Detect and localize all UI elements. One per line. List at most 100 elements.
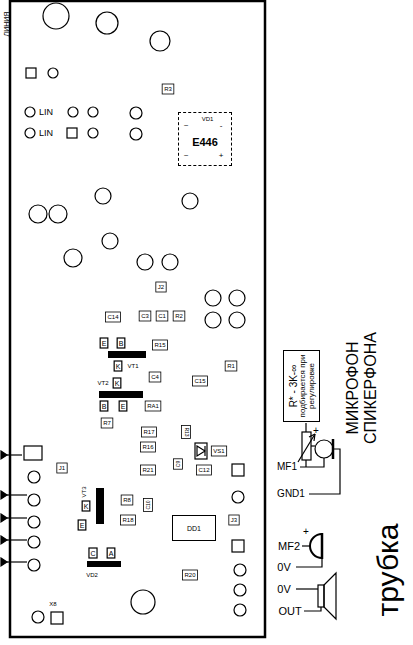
board-outline <box>10 1 265 637</box>
component-outline <box>144 498 153 511</box>
part-label: R2 <box>175 313 183 319</box>
pin-name: C <box>90 550 95 557</box>
wire <box>305 423 306 432</box>
part-label: R1 <box>227 363 235 369</box>
component-outline <box>229 515 239 525</box>
pad <box>67 128 77 138</box>
component-outline <box>182 570 197 580</box>
pin-name: LIN <box>39 129 53 138</box>
pin-name: LIN <box>39 108 53 117</box>
part-label: R7 <box>103 420 111 426</box>
pin-name: B <box>102 403 107 410</box>
pad <box>25 107 35 117</box>
pad <box>28 516 40 528</box>
board-drawing <box>10 1 265 637</box>
pad <box>49 205 67 223</box>
pad <box>232 491 244 503</box>
wire <box>7 454 22 455</box>
pin-symbol: + <box>219 152 224 160</box>
part-label: C4 <box>151 374 159 380</box>
wire <box>311 445 315 446</box>
wire <box>309 449 340 494</box>
pin-box <box>107 548 115 558</box>
pin-name: 0V <box>277 584 290 595</box>
input-arrow <box>1 491 7 499</box>
part-label: J3 <box>231 517 237 523</box>
pin-name: 0V <box>277 562 290 573</box>
wire <box>7 517 27 518</box>
pin-box <box>78 520 86 530</box>
pin-symbol: - <box>220 122 223 130</box>
rotated-text-block: R* - 3K-∞подбирается при регулировке <box>287 353 316 419</box>
pad <box>32 611 44 623</box>
pad <box>28 494 40 506</box>
pin-name: A <box>109 550 114 557</box>
component-outline <box>152 340 167 350</box>
part-label: C10 <box>146 500 151 509</box>
mount-hole <box>131 590 155 614</box>
pin-name: E <box>102 340 107 347</box>
pin-name: K <box>84 503 89 510</box>
pad <box>29 205 47 223</box>
component-outline <box>120 515 135 525</box>
resistor-note: R* - 3K-∞ <box>287 353 298 419</box>
pad <box>88 107 98 117</box>
input-arrow <box>1 514 7 522</box>
part-label: X8 <box>49 601 56 607</box>
part-label: R3 <box>164 86 172 92</box>
part-label: C3 <box>141 313 149 319</box>
line-arrows <box>1 451 27 566</box>
component-outline <box>173 311 185 321</box>
part-label: VT1 <box>127 363 138 369</box>
pad <box>137 254 153 270</box>
pad <box>130 107 142 119</box>
transistor-body <box>108 351 146 358</box>
pad <box>28 559 40 571</box>
pin-name: GND1 <box>277 489 305 499</box>
pin-box <box>119 401 127 411</box>
microphone-symbol <box>315 440 333 458</box>
input-arrow <box>1 451 7 459</box>
pin-name: MF1 <box>277 462 297 472</box>
pin-name: E <box>80 522 85 529</box>
wire <box>7 539 27 540</box>
pin-symbol: ~ <box>184 122 189 130</box>
microphone-circuit <box>298 423 340 494</box>
microphone-symbol <box>321 533 324 559</box>
pad <box>229 312 245 328</box>
part-label: VT3 <box>81 486 87 497</box>
part-label: R15 <box>154 342 165 348</box>
handset-circuit <box>296 533 336 619</box>
component-outline <box>149 372 161 382</box>
pad <box>51 612 63 624</box>
part-label: R18 <box>122 517 133 523</box>
pad <box>95 188 111 204</box>
mount-hole <box>150 31 170 51</box>
pad <box>68 107 78 117</box>
component-outline <box>211 446 226 456</box>
component-outline <box>174 459 183 469</box>
pad <box>102 233 118 249</box>
note-box: R* - 3K-∞подбирается при регулировке <box>283 350 320 422</box>
pad <box>25 128 35 138</box>
transistor-bodies <box>87 351 146 567</box>
transistor-body <box>96 488 104 524</box>
pin-box <box>82 501 90 511</box>
component-outline <box>225 361 237 371</box>
pad <box>162 254 178 270</box>
microphone-symbol <box>310 534 322 558</box>
pad <box>48 68 58 78</box>
component-outline <box>182 425 191 438</box>
transistor-body <box>99 391 143 398</box>
pin-box <box>89 548 97 558</box>
component-outline <box>141 427 156 437</box>
part-label: R17 <box>143 429 154 435</box>
part-label: R21 <box>142 467 153 473</box>
pad <box>88 128 98 138</box>
pad <box>28 471 40 483</box>
section-title: МИКРОФОН СПИКЕРФОНА <box>344 327 379 449</box>
component-outline <box>105 312 120 322</box>
pad <box>234 604 246 616</box>
pin-box <box>117 338 125 348</box>
component-outline <box>101 418 113 428</box>
